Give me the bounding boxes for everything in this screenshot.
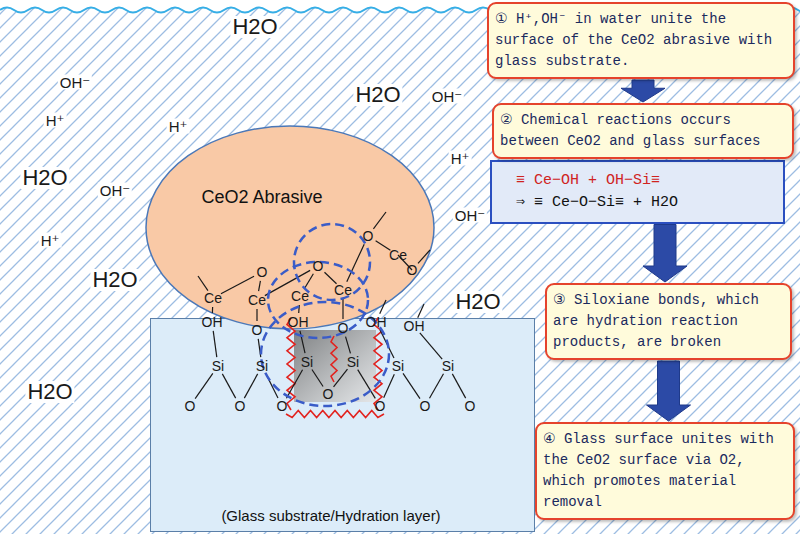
atom-label: Si bbox=[256, 359, 268, 373]
atom-label: O bbox=[185, 399, 196, 413]
atom-label: Ce bbox=[248, 293, 266, 307]
flow-arrow bbox=[647, 361, 691, 421]
atom-label: O bbox=[257, 265, 268, 279]
atom-label: Ce bbox=[291, 289, 309, 303]
ion-label: OH⁻ bbox=[98, 183, 132, 198]
abrasive-outline bbox=[145, 125, 435, 330]
bond-line bbox=[256, 309, 257, 321]
bond-line bbox=[300, 331, 305, 353]
atom-label: OH bbox=[202, 315, 223, 329]
step-text: ① H⁺,OH⁻ in water unite the surface of t… bbox=[495, 9, 787, 72]
ion-label: H⁺ bbox=[44, 113, 67, 128]
atom-label: Si bbox=[442, 359, 454, 373]
step-text: ④ Glass surface unites with the CeO2 sur… bbox=[543, 429, 787, 513]
atom-label: O bbox=[363, 229, 374, 243]
atom-label: Si bbox=[212, 359, 224, 373]
ion-label: H⁺ bbox=[39, 233, 62, 248]
atom-label: Ce bbox=[334, 283, 352, 297]
atom-label: O bbox=[465, 399, 476, 413]
bond-line bbox=[342, 299, 343, 319]
step-text: ② Chemical reactions occurs between CeO2… bbox=[500, 110, 786, 152]
atom-label: O bbox=[323, 387, 334, 401]
reaction-equation-box: ≡ Ce−OH + OH−Si≡⇒ ≡ Ce−O−Si≡ + H2O bbox=[490, 160, 785, 224]
atom-label: O bbox=[313, 259, 324, 273]
bond-line bbox=[312, 370, 323, 387]
atom-label: O bbox=[235, 399, 246, 413]
process-step-box: ④ Glass surface unites with the CeO2 sur… bbox=[535, 422, 795, 520]
atom-label: OH bbox=[404, 319, 425, 333]
abrasive-shape bbox=[146, 126, 434, 329]
atom-label: O bbox=[277, 399, 288, 413]
ion-label: H2O bbox=[230, 16, 279, 38]
atom-label: Si bbox=[301, 355, 313, 369]
zigzag-line bbox=[331, 336, 337, 382]
atom-label: Si bbox=[392, 359, 404, 373]
atom-label: OH bbox=[288, 315, 309, 329]
atom-label: O bbox=[252, 323, 263, 337]
step-text: ③ Siloxiane bonds, which are hydration r… bbox=[553, 290, 784, 353]
node-label: (Glass substrate/Hydration layer) bbox=[221, 508, 440, 525]
abrasive-particle: CeO2 Abrasive bbox=[145, 125, 435, 330]
atom-label: O bbox=[420, 399, 431, 413]
equation-line: ⇒ ≡ Ce−O−Si≡ + H2O bbox=[516, 192, 773, 214]
equation-line: ≡ Ce−OH + OH−Si≡ bbox=[516, 170, 773, 192]
atom-label: OH bbox=[366, 315, 387, 329]
atom-label: Ce bbox=[204, 291, 222, 305]
ion-label: OH⁻ bbox=[58, 75, 92, 90]
atom-label: O bbox=[375, 399, 386, 413]
ion-label: H⁺ bbox=[449, 151, 472, 166]
atom-label: O bbox=[338, 321, 349, 335]
bond-line bbox=[334, 369, 348, 387]
flow-arrow bbox=[621, 80, 665, 102]
process-step-box: ① H⁺,OH⁻ in water unite the surface of t… bbox=[487, 2, 795, 79]
atom-label: Si bbox=[347, 355, 359, 369]
ion-label: H2O bbox=[353, 84, 402, 106]
ion-label: H2O bbox=[90, 269, 139, 291]
process-step-box: ② Chemical reactions occurs between CeO2… bbox=[492, 103, 794, 159]
bond-line bbox=[212, 307, 213, 313]
flow-arrow bbox=[643, 225, 687, 283]
bond-break-zone bbox=[294, 330, 376, 402]
process-step-box: ③ Siloxiane bonds, which are hydration r… bbox=[545, 283, 792, 360]
ion-label: OH⁻ bbox=[430, 89, 464, 104]
bond-line bbox=[418, 304, 424, 318]
atom-label: Ce bbox=[389, 248, 407, 262]
atom-label: O bbox=[407, 263, 418, 277]
ion-label: H2O bbox=[453, 291, 502, 313]
ion-label: OH⁻ bbox=[453, 208, 487, 223]
bond-line bbox=[346, 337, 351, 354]
ion-label: H2O bbox=[25, 381, 74, 403]
ion-label: H2O bbox=[20, 167, 69, 189]
node-label: CeO2 Abrasive bbox=[201, 188, 322, 208]
ion-label: H⁺ bbox=[167, 119, 190, 134]
